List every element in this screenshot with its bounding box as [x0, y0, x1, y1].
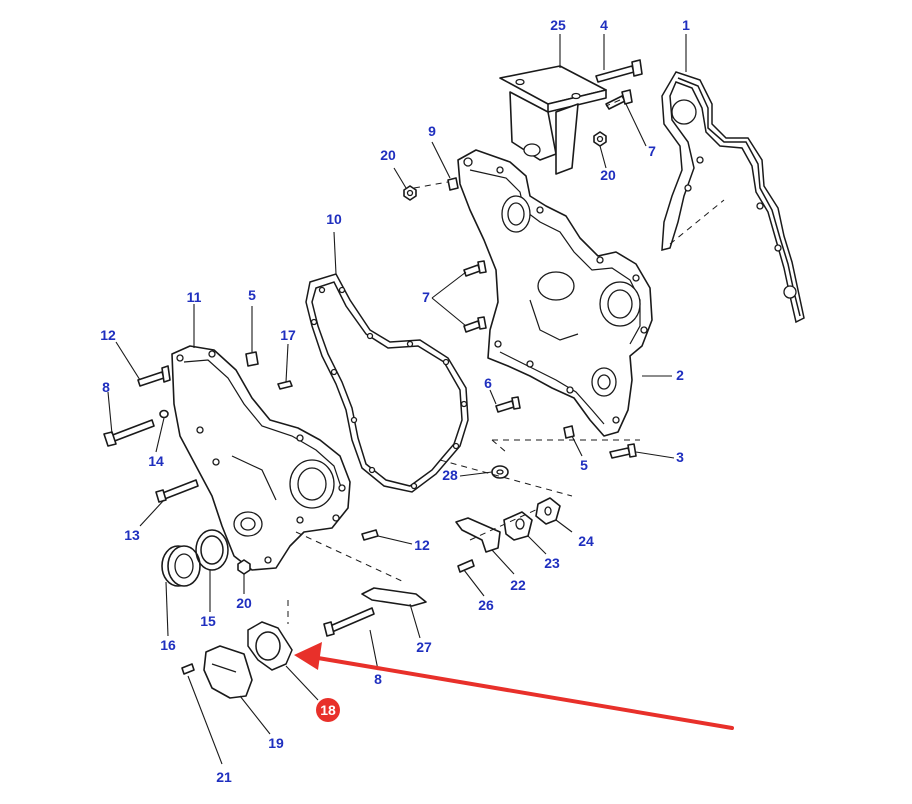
bolt-part-8-right [323, 607, 375, 637]
bolt-part-12-left [137, 365, 171, 387]
nut-part-20-bottom [237, 559, 251, 575]
plug-part-28 [491, 465, 509, 479]
label-10[interactable]: 10 [326, 211, 342, 227]
nut-part-20-left [403, 185, 417, 201]
label-3[interactable]: 3 [676, 449, 684, 465]
highlight-arrow [294, 642, 734, 730]
label-20-top[interactable]: 20 [600, 167, 616, 183]
label-19[interactable]: 19 [268, 735, 284, 751]
label-9[interactable]: 9 [428, 123, 436, 139]
bolt-part-8-left [103, 419, 155, 447]
label-7-mid[interactable]: 7 [422, 289, 430, 305]
label-6[interactable]: 6 [484, 375, 492, 391]
label-23[interactable]: 23 [544, 555, 560, 571]
label-8-right[interactable]: 8 [374, 671, 382, 687]
shaft-part-23 [503, 511, 533, 541]
bolts-part-7 [463, 260, 487, 333]
gasket-part-10 [305, 273, 469, 493]
dashed-lines [287, 99, 725, 624]
label-13[interactable]: 13 [124, 527, 140, 543]
label-25[interactable]: 25 [550, 17, 566, 33]
part-18-badge[interactable]: 18 [316, 698, 340, 722]
label-24[interactable]: 24 [578, 533, 594, 549]
badge-label: 18 [320, 702, 336, 718]
label-21[interactable]: 21 [216, 769, 232, 785]
part-labels: 1 2 3 4 5 5 6 7 7 8 8 9 10 11 12 12 13 1… [100, 17, 690, 785]
bracket-part-22 [455, 517, 501, 553]
label-22[interactable]: 22 [510, 577, 526, 593]
bolt-part-21 [181, 663, 195, 675]
label-28[interactable]: 28 [442, 467, 458, 483]
bolt-part-3 [609, 443, 637, 459]
dowel-part-9 [447, 177, 459, 191]
washer-part-15 [195, 529, 229, 571]
label-16[interactable]: 16 [160, 637, 176, 653]
label-14[interactable]: 14 [148, 453, 164, 469]
label-17[interactable]: 17 [280, 327, 296, 343]
label-20-bottom[interactable]: 20 [236, 595, 252, 611]
bolt-part-17 [277, 380, 293, 390]
cover-plate-part-19 [203, 645, 253, 699]
bolt-part-12-right [361, 529, 379, 541]
bolt-part-7-top [605, 89, 633, 110]
label-7-top[interactable]: 7 [648, 143, 656, 159]
bolt-part-6 [495, 396, 521, 413]
label-4[interactable]: 4 [600, 17, 608, 33]
leader-lines [107, 34, 687, 765]
bracket-part-25 [499, 65, 607, 175]
washer-part-14 [159, 409, 169, 419]
label-11[interactable]: 11 [187, 289, 202, 305]
label-8-left[interactable]: 8 [102, 379, 110, 395]
bolt-part-13 [155, 479, 199, 503]
label-5-left[interactable]: 5 [248, 287, 256, 303]
bracket-part-27 [361, 587, 427, 607]
nut-part-20-top [593, 131, 607, 147]
label-12-right[interactable]: 12 [414, 537, 430, 553]
gasket-part-18 [247, 621, 293, 671]
gasket-part-1 [661, 71, 805, 324]
label-27[interactable]: 27 [416, 639, 432, 655]
label-2[interactable]: 2 [676, 367, 684, 383]
timing-case-part-2 [457, 149, 653, 437]
label-20-left[interactable]: 20 [380, 147, 396, 163]
label-26[interactable]: 26 [478, 597, 494, 613]
dowel-part-5-left [245, 351, 259, 367]
bolt-part-4 [595, 59, 643, 83]
label-5-right[interactable]: 5 [580, 457, 588, 473]
dowel-part-5-right [563, 425, 575, 439]
bolt-part-26 [457, 559, 475, 573]
seal-part-16 [161, 545, 201, 587]
front-cover-part-11 [171, 345, 351, 571]
label-15[interactable]: 15 [200, 613, 216, 629]
label-1[interactable]: 1 [682, 17, 690, 33]
label-12-left[interactable]: 12 [100, 327, 116, 343]
